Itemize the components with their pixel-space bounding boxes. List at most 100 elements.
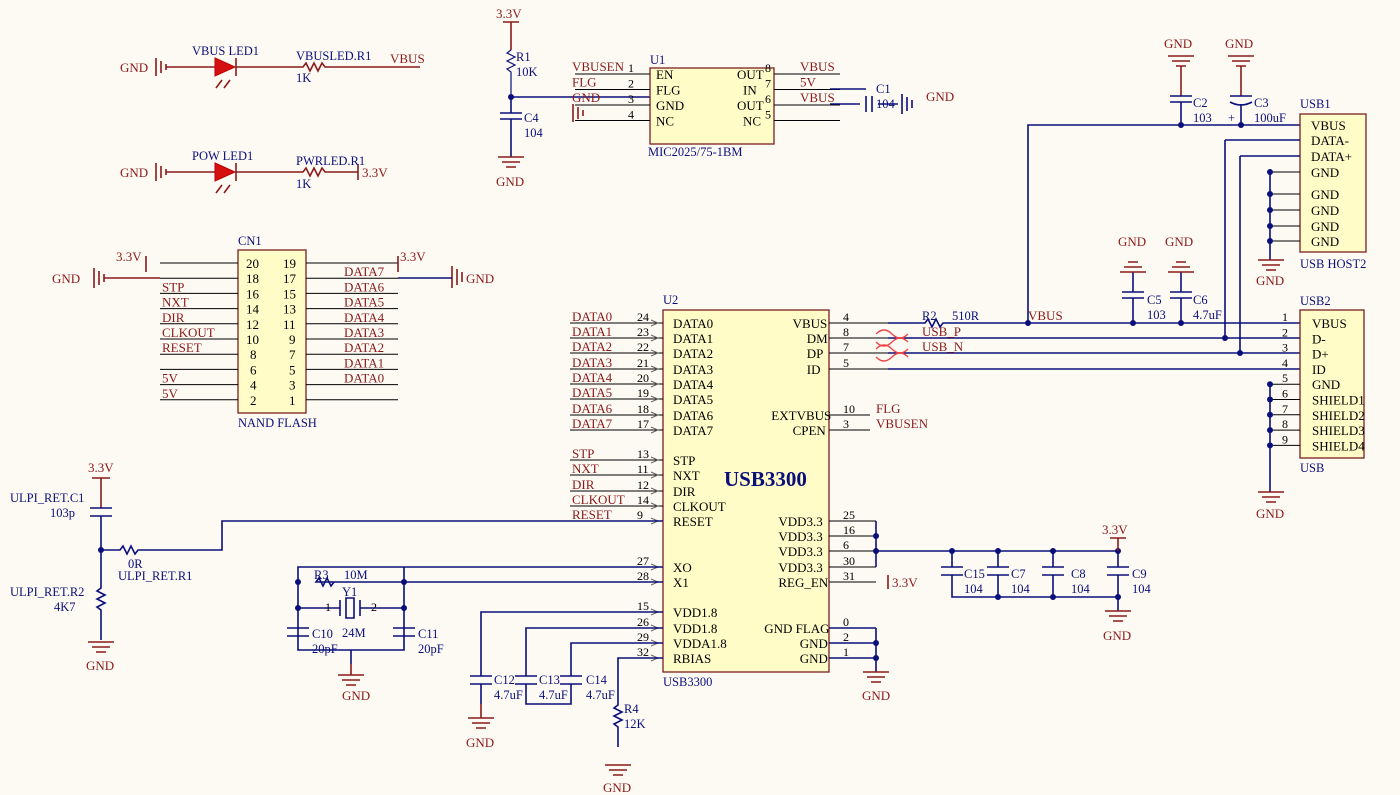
svg-text:C5: C5 [1147, 293, 1162, 307]
cn1-pin-number: 16 [246, 286, 260, 301]
u2-pin-number: 20 [637, 371, 649, 385]
svg-text:CN1: CN1 [238, 234, 262, 248]
gnd-symbol [863, 671, 889, 683]
cn1-left-net: STP [162, 279, 184, 294]
cn1-pin-number: 8 [250, 347, 257, 362]
svg-text:GND: GND [1118, 234, 1146, 249]
cn1-right-net: DATA0 [344, 371, 384, 386]
led-arrows-icon [215, 79, 231, 89]
u1-pin-number: 7 [765, 77, 771, 91]
svg-text:GND: GND [496, 174, 524, 189]
pin-arrow-icon [650, 365, 660, 373]
svg-text:GND: GND [603, 780, 631, 795]
u2-net-label: DATA4 [572, 370, 613, 385]
cn1-left-net: CLKOUT [162, 325, 215, 340]
svg-text:C2: C2 [1193, 96, 1208, 110]
gnd-symbol [1168, 55, 1194, 96]
svg-text:USB1: USB1 [1300, 97, 1331, 111]
gnd-symbol [88, 641, 114, 653]
u2-pin-number: 8 [843, 325, 849, 339]
u2-net-label: DIR [572, 477, 595, 492]
svg-text:VBUS LED1: VBUS LED1 [192, 44, 259, 58]
usb2-pin-number: 5 [1282, 371, 1288, 385]
crystal-icon [298, 597, 404, 619]
gnd-symbol [155, 163, 215, 181]
cn1-pin-number: 9 [289, 332, 296, 347]
svg-text:C1: C1 [876, 82, 891, 96]
svg-text:ULPI_RET.C1: ULPI_RET.C1 [10, 491, 84, 505]
u1-net-label: GND [572, 90, 600, 105]
svg-text:GND: GND [1103, 628, 1131, 643]
svg-text:GND: GND [862, 688, 890, 703]
u2-pin-name: RESET [673, 514, 713, 529]
usb1-pin-name: GND [1311, 203, 1339, 218]
svg-text:12K: 12K [624, 717, 646, 731]
u2-pin-name: DATA0 [673, 316, 713, 331]
svg-text:24M: 24M [342, 626, 366, 640]
usb2-pin-number: 3 [1282, 341, 1288, 355]
usb1-pin-name: GND [1311, 234, 1339, 249]
svg-text:20pF: 20pF [418, 642, 444, 656]
cn1-pin-number: 7 [289, 347, 296, 362]
svg-text:PWRLED.R1: PWRLED.R1 [296, 154, 365, 168]
svg-text:4.7uF: 4.7uF [494, 688, 523, 702]
svg-text:USB HOST2: USB HOST2 [1300, 257, 1366, 271]
u2-pin-number: 1 [843, 645, 849, 659]
gnd-symbol [1105, 610, 1131, 622]
cn1-pin-number: 1 [289, 393, 296, 408]
u2-pin-number: 13 [637, 447, 649, 461]
svg-text:10M: 10M [344, 568, 368, 582]
usb1-pin-name: GND [1311, 187, 1339, 202]
usb2-pin-name: VBUS [1312, 316, 1347, 331]
pin-arrow-icon [650, 471, 660, 479]
u2-pin-number: 16 [843, 523, 855, 537]
usb2-pin-number: 9 [1282, 432, 1288, 446]
cn1-pin-number: 14 [246, 302, 260, 317]
usb1-host-section: GND GND C2 103 C3 100uF + USB1 USB HOST2… [1027, 36, 1367, 353]
u2-pin-name: DATA6 [673, 408, 714, 423]
svg-text:C13: C13 [539, 673, 560, 687]
u2-pin-number: 31 [843, 569, 855, 583]
u1-pin-name: OUT [737, 67, 764, 82]
resistor-icon [101, 520, 663, 556]
u1-pin-number: 2 [628, 77, 634, 91]
cn1-left-net: 3.3V [116, 249, 142, 264]
led-icon [214, 162, 237, 182]
u1-pin-name: OUT [737, 98, 764, 113]
svg-text:GND: GND [466, 735, 494, 750]
usb2-pin-number: 2 [1282, 325, 1288, 339]
svg-text:NAND FLASH: NAND FLASH [238, 416, 317, 430]
cn1-pin-number: 19 [283, 256, 296, 271]
usb2-pin-number: 1 [1282, 310, 1288, 324]
svg-text:3.3V: 3.3V [496, 6, 522, 21]
u1-pin-name: NC [743, 114, 761, 129]
vdd18-decoupling: C12 4.7uF C13 4.7uF C14 4.7uF GND R4 12K… [466, 611, 663, 795]
svg-text:Y1: Y1 [342, 585, 357, 599]
svg-text:+: + [1228, 111, 1235, 125]
svg-text:USB: USB [1300, 461, 1324, 475]
usb1-pin-name: GND [1311, 219, 1339, 234]
usb2-pin-name: ID [1312, 362, 1326, 377]
svg-text:C11: C11 [418, 627, 438, 641]
u2-pin-number: 32 [637, 645, 649, 659]
chip-title: USB3300 [724, 467, 807, 491]
u1-pin-number: 3 [628, 92, 634, 106]
u1-pin-number: 4 [628, 108, 634, 122]
u2-pin-number: 3 [843, 417, 849, 431]
u2-pin-number: 14 [637, 493, 649, 507]
svg-text:3.3V: 3.3V [88, 460, 114, 475]
led-arrows-icon [215, 184, 231, 194]
svg-text:4K7: 4K7 [54, 600, 76, 614]
svg-text:GND: GND [86, 658, 114, 673]
u2-pin-name: ID [807, 362, 821, 377]
resistor-icon [505, 49, 517, 97]
u2-pin-name: VDD1.8 [673, 605, 717, 620]
u2-pin-name: REG_EN [778, 575, 828, 590]
capacitor-icon [500, 97, 522, 157]
pin-arrow-icon [650, 319, 660, 327]
u1-pin-number: 6 [765, 92, 771, 106]
u2-pin-number: 6 [843, 538, 849, 552]
u2-pin-number: 19 [637, 386, 649, 400]
